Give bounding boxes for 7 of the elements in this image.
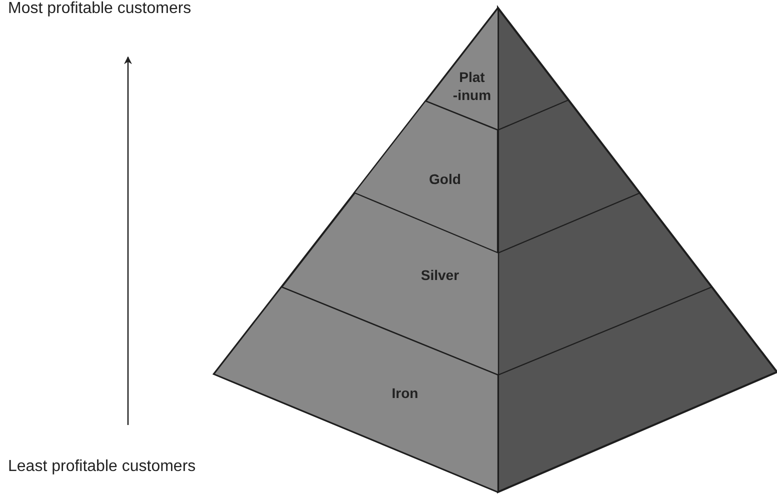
arrow bbox=[124, 56, 132, 425]
tier-label: Gold bbox=[428, 170, 462, 188]
tier-label: Silver bbox=[420, 266, 460, 284]
axis-label: Most profitable customers bbox=[8, 0, 192, 17]
tier-label: Iron bbox=[390, 384, 420, 402]
axis-label: Least profitable customers bbox=[8, 458, 196, 475]
tier-label: Plat -inum bbox=[452, 68, 492, 104]
